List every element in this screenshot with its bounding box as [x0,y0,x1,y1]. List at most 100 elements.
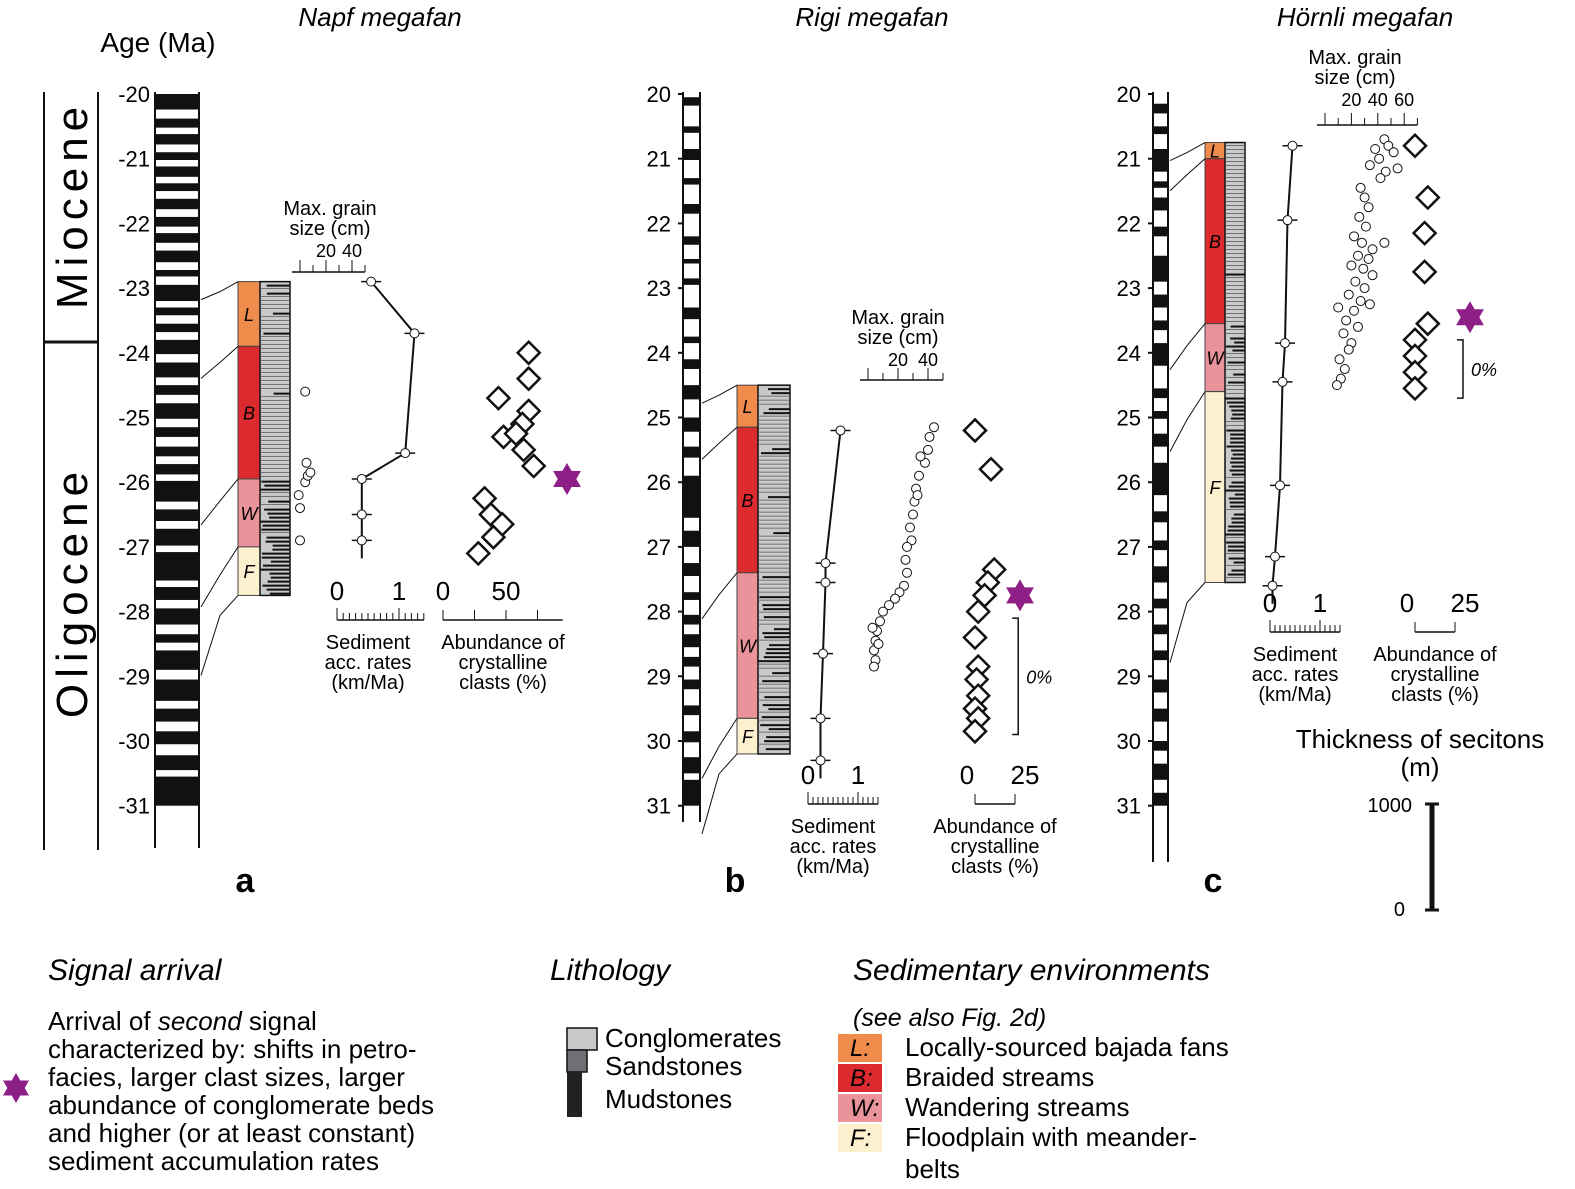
mag-black-band [1153,462,1168,496]
lith-label-sandstones: Sandstones [605,1051,742,1081]
mag-black-band [1153,540,1168,551]
panel-letter-a: a [236,862,256,900]
lith-mudstone-bed [1227,545,1245,548]
correlation-line [200,281,239,301]
mag-black-band [683,446,700,458]
abundance-title-line: Abundance of [441,632,565,654]
grain-point [908,509,918,520]
mag-black-band [1153,650,1168,661]
mag-black-band [155,323,199,333]
lith-mudstone-bed [1233,373,1245,376]
env-legend-swatch-F [838,1124,882,1152]
grain-point [1333,302,1344,313]
age-tick-label: -23 [118,276,150,301]
lith-mudstone-bed [1230,461,1245,464]
grain-point [1388,147,1399,158]
abundance-point [1402,375,1428,402]
grain-point [924,431,935,442]
sed-tick-label: 0 [801,760,815,790]
mag-black-band [155,183,199,192]
abundance-title-line: crystalline [459,652,548,674]
correlation-line [701,384,738,404]
mag-black-band [683,634,700,648]
lith-mudstone-bed [267,580,290,583]
grain-point [1375,173,1386,184]
grain-point [923,444,933,455]
lith-mudstone-bed [763,616,790,619]
signal-line: characterized by: shifts in petro- [48,1034,417,1064]
lith-mudstone-bed [766,648,790,651]
abundance-title-line: Abundance of [1373,644,1497,666]
signal-line: abundance of conglomerate beds [48,1090,434,1120]
age-tick-label: 22 [1117,211,1141,236]
panel-title-b: Rigi megafan [795,2,948,32]
abundance-tick-label: 25 [1011,760,1040,790]
mag-black-band [1153,294,1168,308]
mag-black-band [155,731,199,745]
mag-black-band [155,198,199,210]
lith-mudstone-bed [1225,533,1245,536]
mag-black-band [1153,598,1168,609]
grain-point [902,541,912,552]
lith-mudstone-bed [261,528,290,531]
age-tick-label: 26 [1117,470,1141,495]
signal-line-part: second [158,1006,243,1036]
env-legend-swatch-L [838,1034,882,1062]
signal-line-part: signal [242,1006,317,1036]
lith-mudstone-bed [768,388,790,391]
age-tick-label: 26 [647,470,671,495]
lith-mudstone-bed [761,716,790,719]
lith-mudstone-bed [1227,401,1245,404]
correlation-line [701,572,738,620]
mag-black-band [683,359,700,369]
mag-black-band [155,634,199,643]
grain-point [914,470,924,481]
lith-mudstone-bed [263,332,290,335]
legend-env-continuation: belts [905,1154,960,1184]
signal-star-icon [1456,301,1484,334]
age-tick-label: 21 [1117,147,1141,172]
lith-mudstone-bed [1227,529,1245,532]
abundance-title-line: crystalline [951,836,1040,858]
grain-point [1343,289,1354,300]
grain-point [875,616,885,627]
lith-mudstone-bed [759,596,790,599]
lith-mudstone-bed [763,656,790,659]
mag-black-band [155,250,199,263]
abundance-title-line: clasts (%) [1391,684,1479,706]
lith-mudstone-bed [1230,441,1245,444]
abundance-point [1415,184,1441,211]
lith-mudstone-bed [762,704,790,707]
abundance-point [485,385,512,411]
sed-rate-point [356,535,367,546]
lith-mudstone-bed [1228,525,1245,528]
lith-mudstone-bed [1231,481,1245,484]
thickness-tick-1000: 1000 [1368,795,1413,817]
lith-mudstone-bed [1226,429,1245,432]
age-tick-label: 22 [647,211,671,236]
grain-point [869,661,879,672]
lith-mudstone-bed [260,488,290,491]
mag-black-band [155,427,199,437]
sed-rate-point [1282,215,1293,226]
age-tick-label: 29 [647,664,671,689]
mag-black-band [1153,741,1168,751]
mag-black-band [155,152,199,160]
sed-rate-point [1277,376,1288,387]
panel-a: Napf megafan-20-21-22-23-24-25-26-27-28-… [97,2,581,900]
lith-mudstone-bed [273,392,290,395]
age-tick-label: 31 [647,794,671,819]
abundance-point [962,718,988,745]
epoch-miocene: Miocene [48,101,97,309]
lith-mudstone-bed [766,736,790,739]
lith-mudstone-bed [771,392,790,395]
grain-point [300,386,311,397]
age-tick-label: -24 [118,341,150,366]
sed-rate-point [366,276,377,287]
lith-mudstone-bed [272,544,290,547]
lith-mudstone-bed [762,632,790,635]
lith-mudstone-bed [266,292,290,295]
mag-black-band [155,284,199,302]
env-code-W: W [739,637,758,657]
mag-black-band [155,587,199,600]
